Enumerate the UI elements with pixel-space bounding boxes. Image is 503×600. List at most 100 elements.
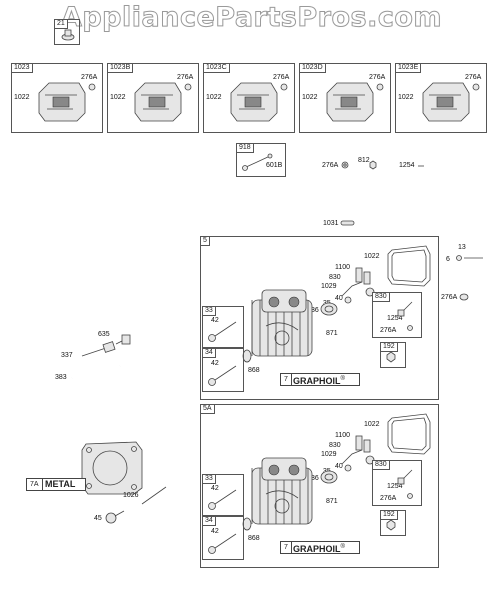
cylinder-head-icon	[251, 457, 313, 525]
subbox-830[interactable]	[372, 292, 422, 338]
dowel-icon	[340, 220, 355, 226]
graphoil-label[interactable]: 7 GRAPHOIL®	[280, 541, 360, 554]
pushrod-icon	[141, 486, 167, 505]
assembly-tag: 5	[201, 237, 210, 246]
assembly-box-5a[interactable]	[200, 404, 439, 568]
head-gasket-icon	[81, 441, 143, 495]
valve-cover-box-1023b[interactable]	[107, 63, 199, 133]
subbox-tag: 192	[381, 511, 398, 520]
adjuster-stud-icon	[397, 469, 413, 499]
part-tag-21: 21	[55, 20, 68, 29]
part-label-40: 40	[335, 295, 343, 302]
subbox-192[interactable]	[380, 510, 406, 536]
part-label-36: 36	[311, 307, 319, 314]
valve-cover-icon	[38, 82, 86, 122]
head-bolt-icon	[208, 489, 237, 510]
valve-cover-box-1023[interactable]	[11, 63, 103, 133]
part-label-276a: 276A	[273, 74, 290, 81]
part-label-868: 868	[248, 535, 260, 542]
part-label-276a-right: 276A	[441, 294, 458, 301]
part-label-276a: 276A	[380, 327, 397, 334]
subbox-tag: 830	[373, 293, 390, 302]
metal-word: METAL	[45, 479, 76, 489]
subbox-33[interactable]	[202, 306, 244, 348]
part-label-1254: 1254	[387, 483, 403, 490]
part-label-601b: 601B	[266, 162, 283, 169]
grommet-icon	[472, 83, 480, 91]
part-label-1022: 1022	[206, 94, 222, 101]
graphoil-word: GRAPHOIL®	[293, 376, 345, 386]
part-label-1026: 1026	[123, 492, 139, 499]
adjuster-stud-icon	[397, 301, 413, 331]
ignition-lead-icon	[71, 364, 121, 380]
head-bolt-icon	[208, 533, 237, 554]
screw-icon	[418, 165, 424, 167]
valve-cover-box-1023c[interactable]	[203, 63, 295, 133]
metal-gasket-label[interactable]: 7A METAL	[26, 478, 86, 491]
part-label-276a-loose: 276A	[322, 162, 339, 169]
part-label-1022: 1022	[364, 253, 380, 260]
subbox-192[interactable]	[380, 342, 406, 368]
assembly-box-5[interactable]	[200, 236, 439, 400]
head-bolt-icon	[208, 365, 237, 386]
nut-icon	[386, 351, 396, 363]
valve-spring-icon	[320, 470, 338, 484]
part-label-40: 40	[335, 463, 343, 470]
part-label-812: 812	[358, 157, 370, 164]
grommet-icon	[376, 83, 384, 91]
graphoil-label[interactable]: 7 GRAPHOIL®	[280, 373, 360, 386]
part-label-1022: 1022	[364, 421, 380, 428]
part-label-6: 6	[446, 256, 450, 263]
part-label-1029: 1029	[321, 283, 337, 290]
part-label-276a: 276A	[177, 74, 194, 81]
subbox-tag: 830	[373, 461, 390, 470]
valve-cover-tag: 1023B	[108, 64, 134, 73]
subbox-34[interactable]	[202, 516, 244, 560]
part-label-1029: 1029	[321, 451, 337, 458]
part-label-1022: 1022	[110, 94, 126, 101]
graphoil-num: 7	[281, 542, 292, 553]
part-label-1022: 1022	[398, 94, 414, 101]
subbox-tag: 34	[203, 517, 216, 526]
part-label-1022: 1022	[14, 94, 30, 101]
part-label-868: 868	[248, 367, 260, 374]
part-tag-918: 918	[237, 144, 254, 153]
grommet-icon	[280, 83, 288, 91]
part-box-918[interactable]	[236, 143, 286, 177]
valve-cover-tag: 1023C	[204, 64, 230, 73]
valve-cover-gasket-icon	[387, 245, 431, 287]
valve-cover-tag: 1023	[12, 64, 33, 73]
part-label-42: 42	[211, 317, 219, 324]
nut-icon	[386, 519, 396, 531]
grommet-icon-right	[459, 293, 469, 301]
graphoil-word: GRAPHOIL®	[293, 544, 345, 554]
part-label-276a: 276A	[465, 74, 482, 81]
cylinder-head-icon	[251, 289, 313, 357]
part-label-45: 45	[94, 515, 102, 522]
subbox-tag: 192	[381, 343, 398, 352]
subbox-tag: 33	[203, 307, 216, 316]
valve-cover-box-1023d[interactable]	[299, 63, 391, 133]
valve-cover-box-1023e[interactable]	[395, 63, 487, 133]
grommet-icon	[341, 161, 349, 169]
fitting-icon	[105, 510, 125, 524]
part-label-42: 42	[211, 485, 219, 492]
watermark: AppliancePartsPros.com	[60, 2, 443, 34]
valve-cover-icon	[230, 82, 278, 122]
part-label-1100: 1100	[335, 432, 351, 439]
part-label-1100: 1100	[335, 264, 351, 271]
rocker-arm-icon	[341, 435, 375, 472]
subbox-34[interactable]	[202, 348, 244, 392]
valve-spring-icon	[320, 302, 338, 316]
part-box-21[interactable]	[54, 19, 80, 45]
part-label-337: 337	[61, 352, 73, 359]
part-label-830: 830	[329, 274, 341, 281]
part-label-635: 635	[98, 331, 110, 338]
subbox-33[interactable]	[202, 474, 244, 516]
valve-cover-tag: 1023E	[396, 64, 422, 73]
valve-cover-tag: 1023D	[300, 64, 326, 73]
part-label-13: 13	[458, 244, 466, 251]
part-label-830: 830	[329, 442, 341, 449]
part-label-276a: 276A	[369, 74, 386, 81]
subbox-830[interactable]	[372, 460, 422, 506]
